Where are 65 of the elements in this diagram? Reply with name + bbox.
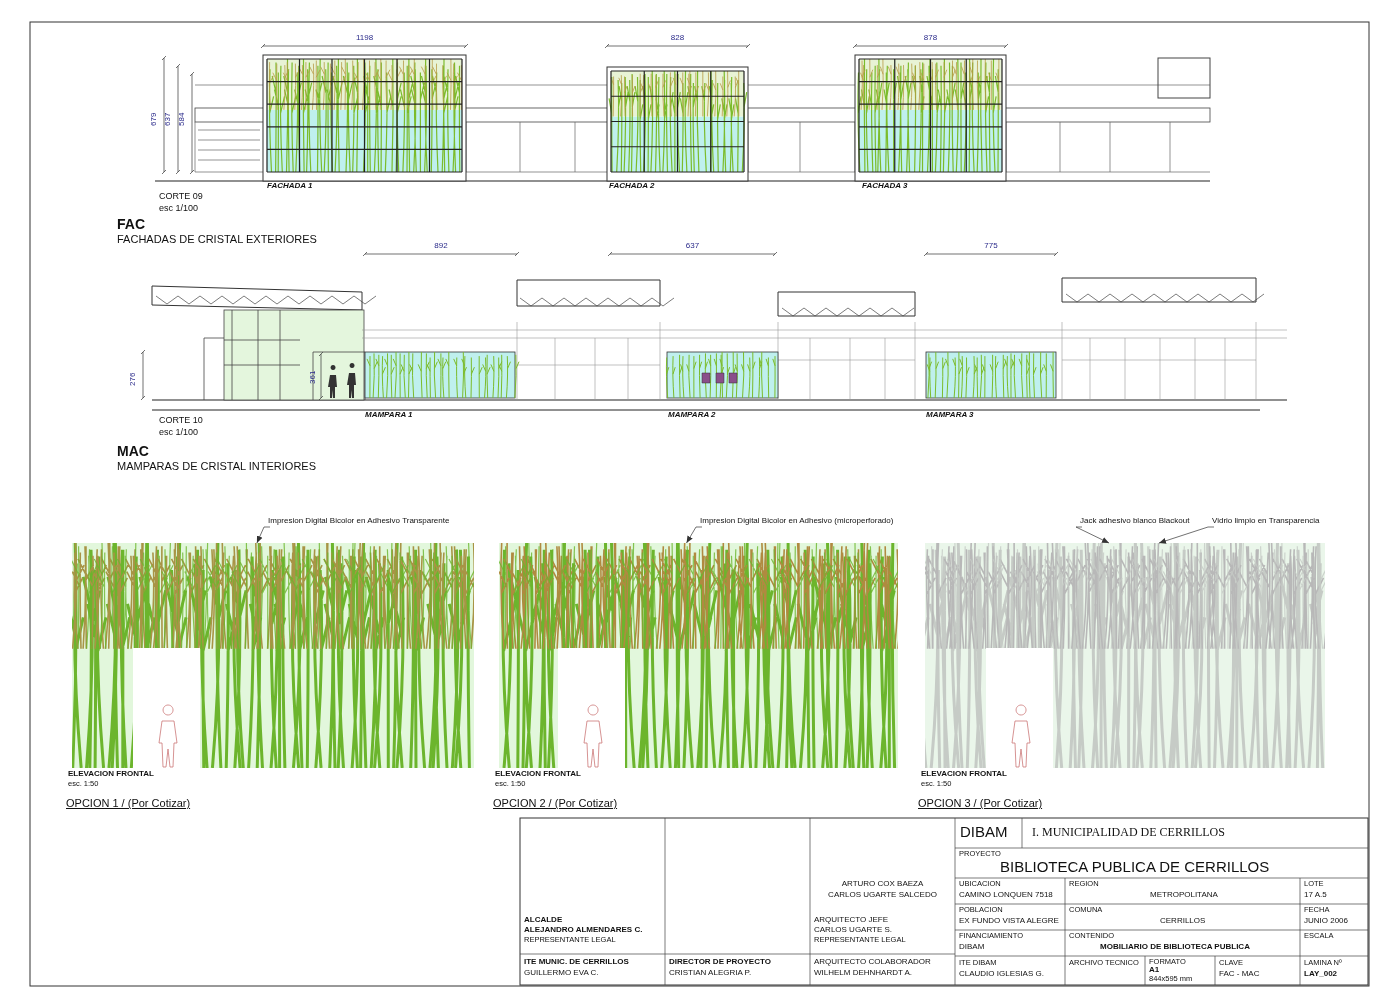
dimension-value: 892 — [434, 241, 448, 250]
title-block-text: EX FUNDO VISTA ALEGRE — [959, 917, 1059, 926]
callout-text: Impresion Digital Bicolor en Adhesivo Transparente — [268, 517, 450, 526]
dimension-value: 637 — [685, 241, 700, 250]
title-block-text: METROPOLITANA — [1150, 891, 1218, 900]
section-title: CORTE 10 — [159, 416, 203, 426]
drawing-label: MAMPARA 2 — [668, 411, 716, 420]
drawing-label: FACHADA 1 — [267, 182, 313, 191]
project-title: BIBLIOTECA PUBLICA DE CERRILLOS — [1000, 859, 1270, 876]
title-block-text: ALCALDE — [524, 916, 563, 925]
scale-note: esc 1/100 — [159, 428, 199, 438]
dimension-value: 276 — [129, 372, 138, 386]
dimension-value: 1198 — [355, 33, 374, 42]
glass-screen-drawing — [72, 543, 474, 768]
title-block-text: ITE MUNIC. DE CERRILLOS — [524, 958, 629, 967]
drawing-label: MAMPARA 3 — [926, 411, 974, 420]
drawing-caption: ELEVACION FRONTAL — [495, 770, 581, 779]
dimension-value: 584 — [178, 112, 187, 126]
section-heading: MAMPARAS DE CRISTAL INTERIORES — [117, 460, 317, 473]
drawing-caption: ELEVACION FRONTAL — [68, 770, 154, 779]
drawing-label: FACHADA 2 — [609, 182, 655, 191]
dimension-value: 637 — [164, 112, 173, 126]
option-title: OPCION 3 / (Por Cotizar) — [918, 797, 1043, 810]
dimension-value: 828 — [670, 33, 685, 42]
callout-text: Vidrio limpio en Transparencia — [1212, 517, 1320, 526]
dimension-value: 878 — [923, 33, 938, 42]
glass-screen-drawing — [499, 543, 898, 768]
title-block-text: ARQUITECTO JEFE — [814, 916, 889, 925]
dimension-value: 679 — [150, 112, 159, 126]
title-block-text: CAMINO LONQUEN 7518 — [959, 891, 1053, 900]
drawing-caption: ELEVACION FRONTAL — [921, 770, 1007, 779]
title-block-text: DIBAM — [959, 943, 985, 952]
title-block-text: CERRILLOS — [1160, 917, 1206, 926]
dimension-value: 361 — [309, 370, 318, 384]
drawing-label: FACHADA 3 — [862, 182, 908, 191]
title-block-text: 17 A.5 — [1304, 891, 1327, 900]
callout-text: Jack adhesivo blanco Blackout — [1080, 517, 1190, 526]
title-block-text: I. MUNICIPALIDAD DE CERRILLOS — [1032, 826, 1225, 840]
option-title: OPCION 1 / (Por Cotizar) — [66, 797, 191, 810]
scale-note: esc 1/100 — [159, 204, 199, 214]
title-block-text: FAC - MAC — [1219, 970, 1260, 979]
option-title: OPCION 2 / (Por Cotizar) — [493, 797, 618, 810]
drawing-label: MAMPARA 1 — [365, 411, 413, 420]
title-block-text: CARLOS UGARTE SALCEDO — [828, 890, 937, 899]
title-block-text: DIRECTOR DE PROYECTO — [669, 958, 771, 967]
sheet-code: MAC — [117, 444, 149, 460]
title-block-text: MOBILIARIO DE BIBLIOTECA PUBLICA — [1100, 943, 1250, 952]
title-block-text: ALEJANDRO ALMENDARES C. — [524, 926, 643, 935]
title-block-text: CARLOS UGARTE S. — [814, 926, 893, 935]
title-block-text: ARTURO COX BAEZA — [841, 879, 924, 888]
title-block-text: ARQUITECTO COLABORADOR — [814, 958, 931, 967]
title-block-text: CLAUDIO IGLESIAS G. — [959, 970, 1044, 979]
title-block-text: JUNIO 2006 — [1304, 917, 1349, 926]
section-heading: FACHADAS DE CRISTAL EXTERIORES — [117, 233, 317, 246]
callout-text: Impresion Digital Bicolor en Adhesivo (microperforado) — [700, 517, 894, 526]
title-block-text: DIBAM — [960, 824, 1008, 841]
title-block-text: CRISTIAN ALEGRIA P. — [669, 969, 752, 978]
section-title: CORTE 09 — [159, 192, 203, 202]
glass-screen-drawing — [925, 543, 1325, 768]
title-block-text: A1 — [1149, 966, 1160, 975]
title-block-text: LAY_002 — [1304, 970, 1338, 979]
title-block-text: WILHELM DEHNHARDT A. — [814, 969, 913, 978]
dimension-value: 775 — [984, 241, 998, 250]
title-block-text: GUILLERMO EVA C. — [524, 969, 599, 978]
sheet-code: FAC — [117, 217, 145, 233]
